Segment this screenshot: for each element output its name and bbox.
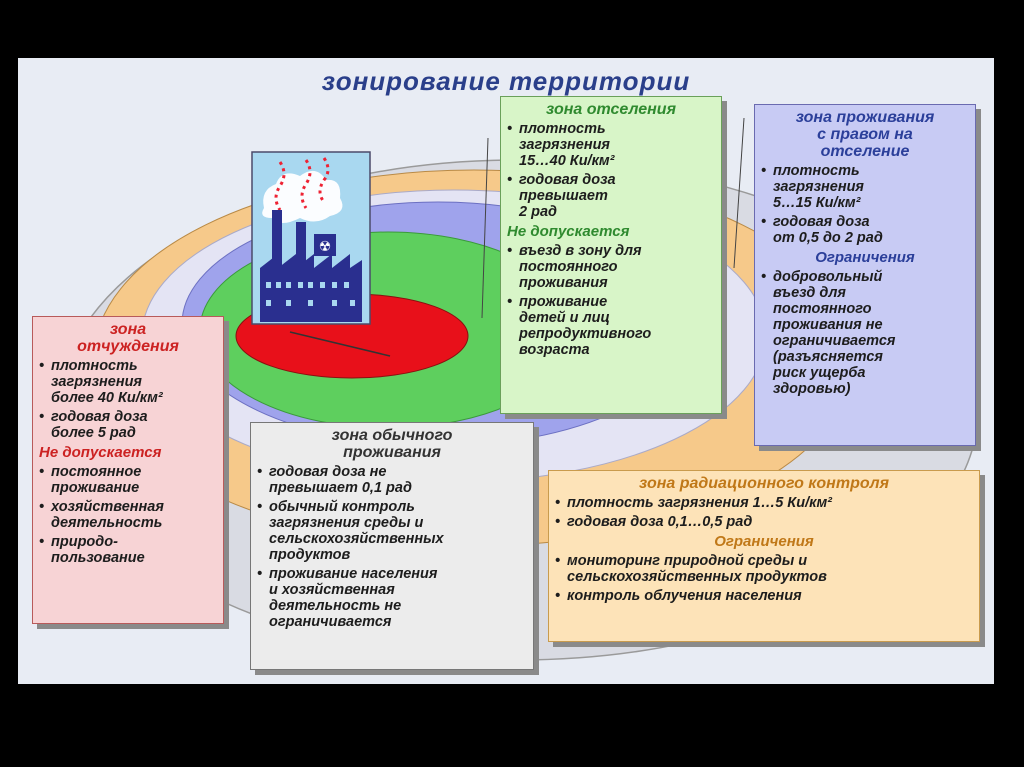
list-item: проживание населения и хозяйственная дея…	[257, 566, 527, 630]
list-item: годовая доза не превышает 0,1 рад	[257, 464, 527, 496]
zone-title: зона отчуждения	[77, 321, 179, 355]
page-title: зонирование территории	[321, 66, 691, 96]
subheading: Ограничения	[815, 249, 915, 266]
zone-otseleniya-card: зона отселения плотность загрязнения 15……	[500, 96, 722, 414]
list-item: хозяйственная деятельность	[39, 499, 217, 531]
zone-title: зона радиационного контроля	[638, 475, 889, 492]
criteria-list: плотность загрязнения 1…5 Ки/км² годовая…	[555, 495, 973, 530]
list-item: годовая доза более 5 рад	[39, 409, 217, 441]
pointer-line	[733, 117, 745, 269]
list-item: плотность загрязнения 1…5 Ки/км²	[555, 495, 973, 511]
restrictions-list: добровольный въезд для постоянного прожи…	[761, 269, 969, 397]
zone-pravo-otselenie-card: зона проживания с правом на отселение пл…	[754, 104, 976, 446]
list-item: годовая доза превышает 2 рад	[507, 172, 715, 220]
pointer-line	[481, 137, 489, 319]
criteria-list: годовая доза не превышает 0,1 рад обычны…	[257, 464, 527, 630]
list-item: проживание детей и лиц репродуктивного в…	[507, 294, 715, 358]
list-item: плотность загрязнения 15…40 Ки/км²	[507, 121, 715, 169]
zone-otchuzhdeniya-card: зона отчуждения плотность загрязнения бо…	[32, 316, 224, 624]
factory-illustration: ☢	[251, 151, 371, 325]
subheading: Ограничения	[714, 533, 814, 550]
criteria-list: плотность загрязнения 5…15 Ки/км² годова…	[761, 163, 969, 246]
criteria-list: плотность загрязнения более 40 Ки/км² го…	[39, 358, 217, 441]
subheading: Не допускается	[39, 444, 162, 461]
restrictions-list: въезд в зону для постоянного проживания …	[507, 243, 715, 358]
slide: зонирование территории ☢ зона отчуждения	[18, 58, 994, 684]
list-item: годовая доза от 0,5 до 2 рад	[761, 214, 969, 246]
zone-obychnogo-card: зона обычного проживания годовая доза не…	[250, 422, 534, 670]
list-item: постоянное проживание	[39, 464, 217, 496]
list-item: обычный контроль загрязнения среды и сел…	[257, 499, 527, 563]
list-item: контроль облучения населения	[555, 588, 973, 604]
restrictions-list: постоянное проживание хозяйственная деят…	[39, 464, 217, 566]
zone-title: зона проживания с правом на отселение	[795, 109, 935, 160]
list-item: въезд в зону для постоянного проживания	[507, 243, 715, 291]
pointer-line	[289, 331, 391, 357]
criteria-list: плотность загрязнения 15…40 Ки/км² годов…	[507, 121, 715, 220]
zone-title: зона отселения	[545, 101, 676, 118]
svg-text:☢: ☢	[319, 239, 332, 255]
list-item: плотность загрязнения 5…15 Ки/км²	[761, 163, 969, 211]
subheading: Не допускается	[507, 223, 630, 240]
list-item: добровольный въезд для постоянного прожи…	[761, 269, 969, 397]
list-item: природо- пользование	[39, 534, 217, 566]
zone-radiatsionnogo-card: зона радиационного контроля плотность за…	[548, 470, 980, 642]
list-item: годовая доза 0,1…0,5 рад	[555, 514, 973, 530]
restrictions-list: мониторинг природной среды и сельскохозя…	[555, 553, 973, 604]
list-item: плотность загрязнения более 40 Ки/км²	[39, 358, 217, 406]
list-item: мониторинг природной среды и сельскохозя…	[555, 553, 973, 585]
zone-title: зона обычного проживания	[331, 427, 453, 461]
